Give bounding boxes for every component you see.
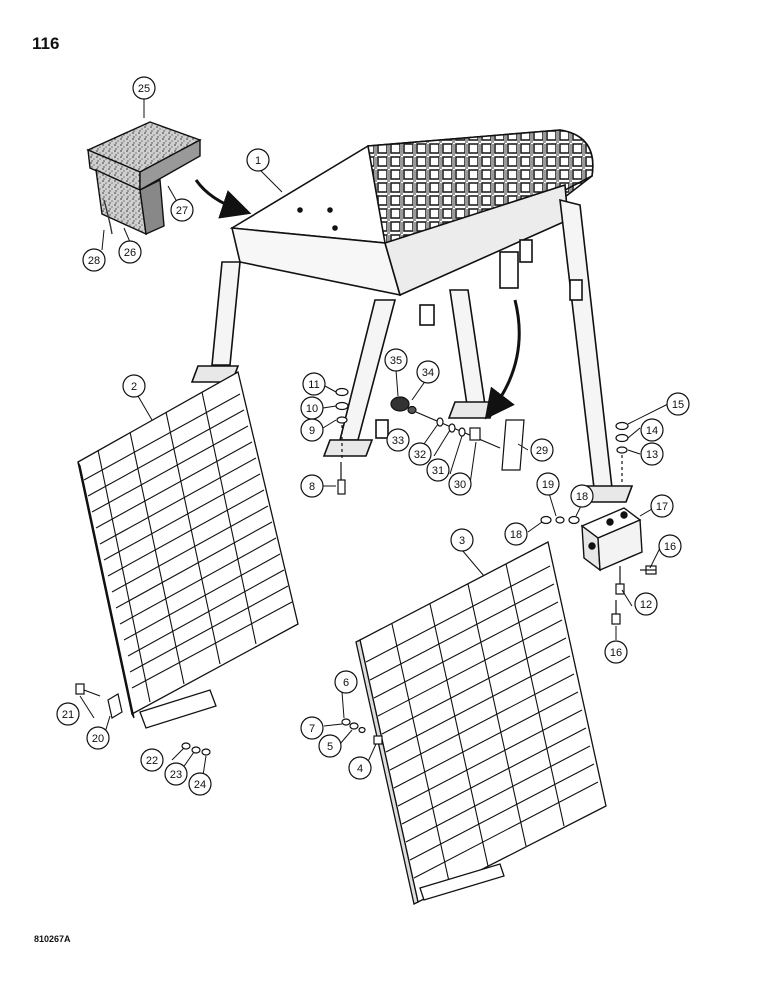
callout-16-upper: 16	[658, 534, 682, 558]
callout-label: 26	[124, 247, 136, 259]
callout-18-right: 18	[570, 484, 594, 508]
callout-21: 21	[56, 702, 80, 726]
callout-11: 11	[302, 372, 326, 396]
callout-label: 30	[454, 479, 466, 491]
callout-label: 7	[309, 723, 315, 735]
callout-26: 26	[118, 240, 142, 264]
callout-label: 33	[392, 435, 404, 447]
callout-13: 13	[640, 442, 664, 466]
callout-32: 32	[408, 442, 432, 466]
hardware	[75, 387, 657, 756]
callout-label: 34	[422, 367, 434, 379]
callout-23: 23	[164, 762, 188, 786]
callout-label: 9	[309, 425, 315, 437]
callout-17: 17	[650, 494, 674, 518]
canopy-frame	[190, 129, 634, 503]
callout-2: 2	[122, 374, 146, 398]
callout-label: 4	[357, 763, 363, 775]
callout-33: 33	[386, 428, 410, 452]
callout-7: 7	[300, 716, 324, 740]
callout-label: 13	[646, 449, 658, 461]
page-number: 116	[32, 34, 60, 53]
callout-35: 35	[384, 348, 408, 372]
callout-8: 8	[300, 474, 324, 498]
callout-4: 4	[348, 756, 372, 780]
callout-24: 24	[188, 772, 212, 796]
callout-label: 31	[432, 465, 444, 477]
callout-label: 20	[92, 733, 104, 745]
callout-31: 31	[426, 458, 450, 482]
callout-label: 35	[390, 355, 402, 367]
callout-16-lower: 16	[604, 640, 628, 664]
callout-3: 3	[450, 528, 474, 552]
mounting-bracket	[580, 507, 643, 572]
assembly-arrows	[194, 179, 521, 420]
callout-20: 20	[86, 726, 110, 750]
callout-label: 15	[672, 399, 684, 411]
callout-6: 6	[334, 670, 358, 694]
callout-label: 14	[646, 425, 658, 437]
callout-22: 22	[140, 748, 164, 772]
callout-label: 24	[194, 779, 206, 791]
callout-label: 3	[459, 535, 465, 547]
callout-label: 23	[170, 769, 182, 781]
callout-label: 2	[131, 381, 137, 393]
callout-label: 11	[308, 379, 319, 391]
callout-label: 12	[640, 599, 652, 611]
callout-label: 29	[536, 445, 548, 457]
callout-9: 9	[300, 418, 324, 442]
callout-label: 27	[176, 205, 188, 217]
callout-label: 19	[542, 479, 554, 491]
callout-10: 10	[300, 396, 324, 420]
callout-bubbles: 1 25 27 26 28 2 3 11 10 9 8 35 34 33 32 …	[56, 76, 690, 796]
callout-label: 10	[306, 403, 318, 415]
left-side-screen	[77, 371, 299, 729]
callout-29: 29	[530, 438, 554, 462]
callout-34: 34	[416, 360, 440, 384]
callout-label: 16	[610, 647, 622, 659]
callout-label: 18	[576, 491, 588, 503]
callout-label: 1	[255, 155, 261, 167]
drawing-code: 810267A	[34, 934, 71, 944]
callout-label: 18	[510, 529, 522, 541]
callout-19: 19	[536, 472, 560, 496]
callout-label: 16	[664, 541, 676, 553]
callout-label: 25	[138, 83, 150, 95]
callout-28: 28	[82, 248, 106, 272]
callout-label: 28	[88, 255, 100, 267]
seat-pad-assembly	[86, 121, 202, 236]
callout-label: 6	[343, 677, 349, 689]
callout-15: 15	[666, 392, 690, 416]
callout-label: 21	[62, 709, 74, 721]
right-side-screen	[355, 541, 607, 905]
callout-1: 1	[246, 148, 270, 172]
callout-label: 22	[146, 755, 158, 767]
callout-5: 5	[318, 734, 342, 758]
callout-label: 8	[309, 481, 315, 493]
callout-14: 14	[640, 418, 664, 442]
callout-label: 5	[327, 741, 333, 753]
callout-25: 25	[132, 76, 156, 100]
callout-18-left: 18	[504, 522, 528, 546]
callout-12: 12	[634, 592, 658, 616]
callout-label: 17	[656, 501, 668, 513]
callout-label: 32	[414, 449, 426, 461]
callout-30: 30	[448, 472, 472, 496]
callout-27: 27	[170, 198, 194, 222]
